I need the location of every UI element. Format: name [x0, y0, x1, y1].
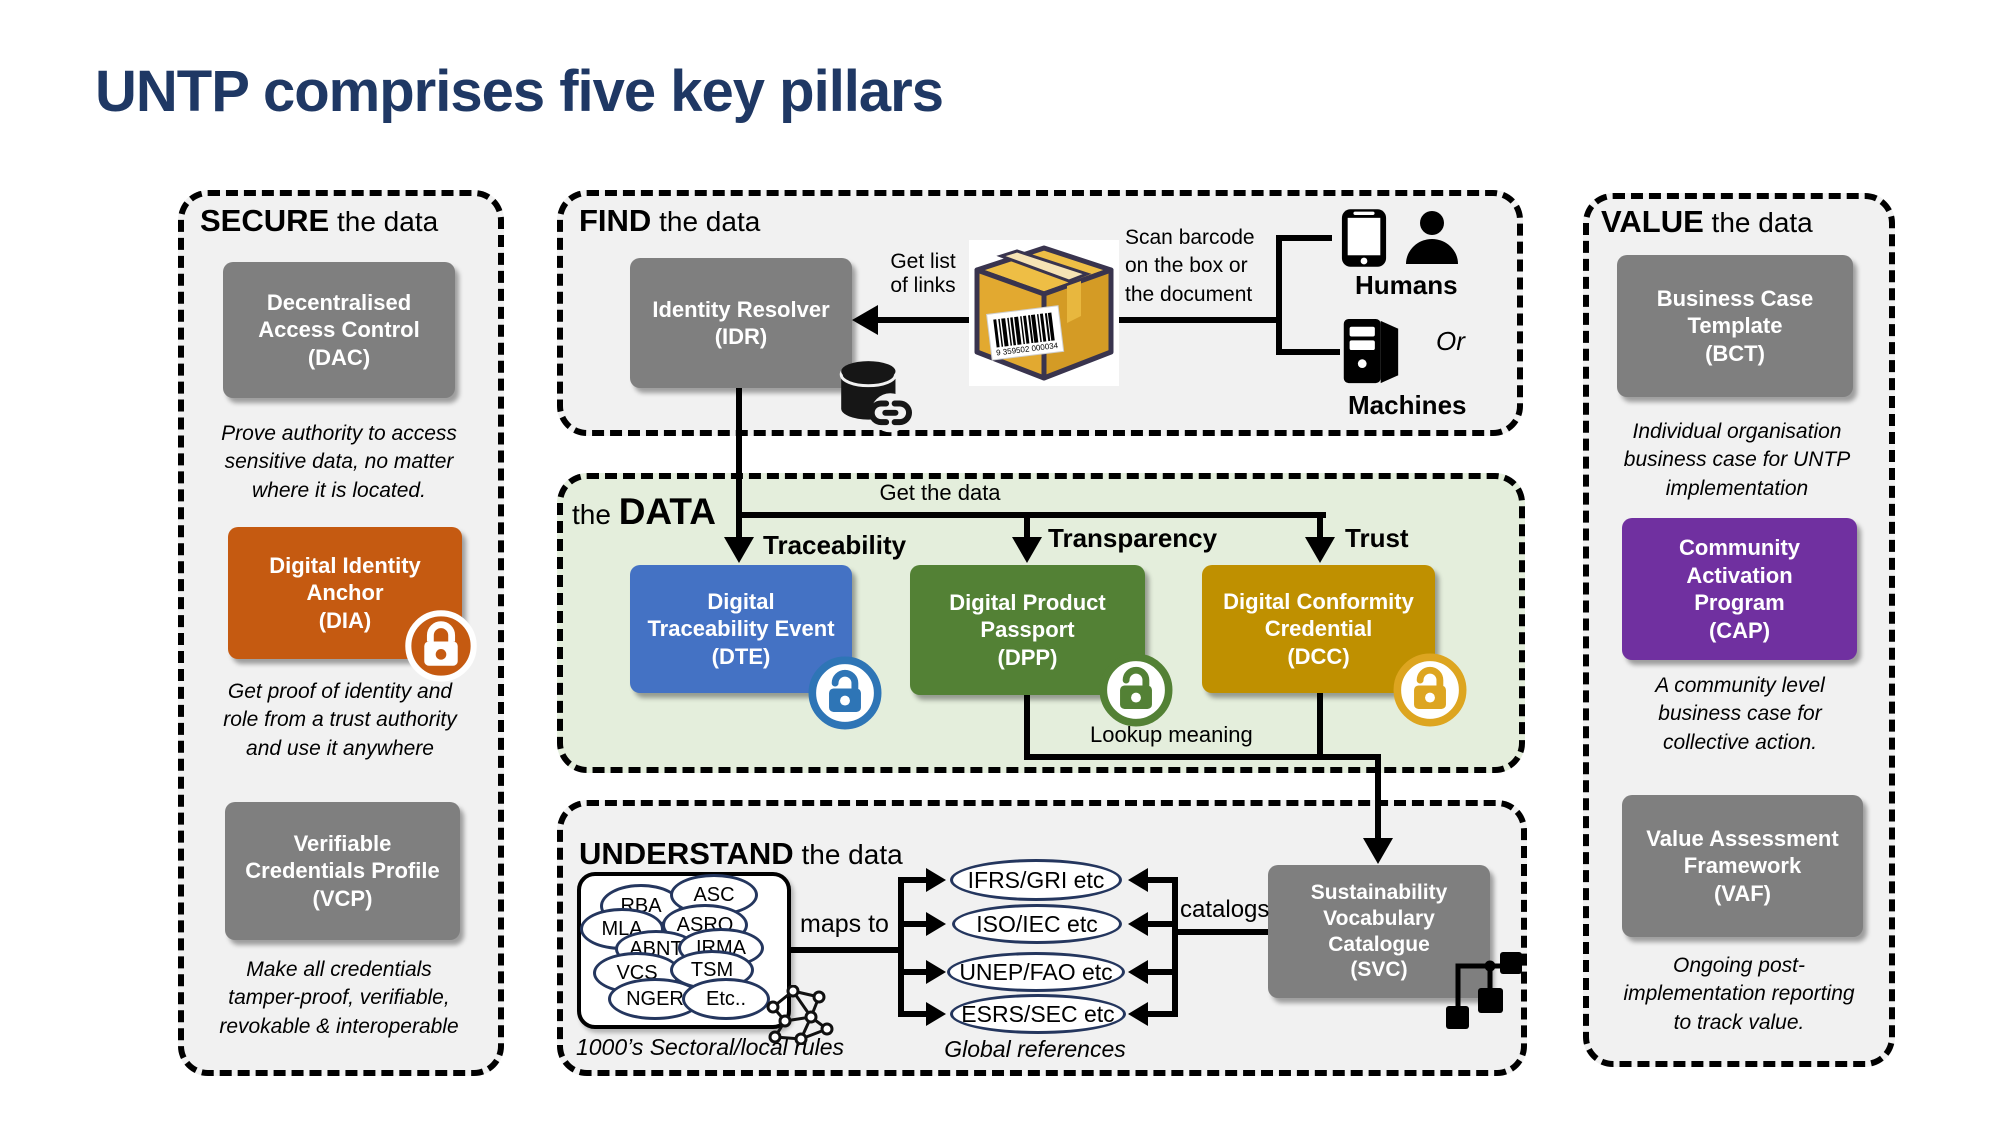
ref-ifrs-gri: IFRS/GRI etc — [950, 859, 1122, 901]
maps-to-label: maps to — [800, 910, 889, 938]
dia-description: Get proof of identity and role from a tr… — [223, 680, 457, 760]
arrowhead-left — [1128, 912, 1148, 936]
understand-heading-suffix: the data — [793, 839, 903, 870]
ref-esrs-sec: ESRS/SEC etc — [950, 994, 1126, 1034]
connector-line — [1024, 512, 1030, 539]
open-lock-icon — [808, 656, 882, 730]
connector-line — [874, 317, 973, 323]
arrowhead-down — [1363, 838, 1393, 864]
find-heading: FIND the data — [579, 203, 760, 239]
connector-line — [736, 388, 742, 538]
secure-heading-bold: SECURE — [200, 203, 330, 238]
data-heading-prefix: the — [572, 499, 619, 530]
scan-barcode-label: Scan barcode on the box or the document — [1125, 226, 1255, 306]
connector-line — [1024, 695, 1030, 760]
vcp-card: Verifiable Credentials Profile (VCP) — [225, 802, 460, 940]
sectoral-rules-caption: 1000’s Sectoral/local rules — [575, 1034, 845, 1060]
idr-card: Identity Resolver (IDR) — [630, 258, 852, 388]
understand-heading-bold: UNDERSTAND — [579, 836, 794, 871]
ref-unep-fao: UNEP/FAO etc — [947, 952, 1125, 992]
value-heading-bold: VALUE — [1601, 204, 1704, 239]
value-heading: VALUE the data — [1601, 204, 1813, 240]
bct-description: Individual organisation business case fo… — [1623, 420, 1851, 500]
secure-heading: SECURE the data — [200, 203, 438, 239]
bubble-etc: Etc.. — [682, 978, 770, 1020]
arrowhead-left — [1128, 1002, 1148, 1026]
connector-line — [1146, 877, 1174, 883]
connector-line — [1276, 235, 1282, 355]
arrowhead-left — [1128, 868, 1148, 892]
humans-label: Humans — [1355, 270, 1458, 300]
person-icon — [1406, 211, 1458, 264]
bct-card: Business Case Template (BCT) — [1617, 255, 1853, 397]
arrowhead-left — [852, 305, 878, 335]
transparency-label: Transparency — [1048, 523, 1218, 553]
vcp-description: Make all credentials tamper-proof, verif… — [219, 958, 459, 1038]
data-heading: the DATA — [572, 491, 716, 533]
network-graph-icon — [766, 985, 834, 1045]
connector-line — [1146, 969, 1174, 975]
connector-line — [898, 969, 926, 975]
arrowhead-right — [926, 960, 946, 984]
open-lock-icon — [1099, 653, 1173, 727]
connector-line — [1112, 317, 1280, 323]
connector-line — [736, 512, 1326, 518]
open-lock-icon — [1393, 653, 1467, 727]
arrowhead-down — [1012, 537, 1042, 563]
connector-line — [898, 877, 926, 883]
dac-description: Prove authority to access sensitive data… — [221, 422, 457, 502]
find-heading-bold: FIND — [579, 203, 652, 238]
smartphone-icon — [1341, 209, 1387, 267]
computer-tower-icon — [1343, 318, 1399, 384]
trust-label: Trust — [1345, 523, 1409, 553]
lookup-meaning-label: Lookup meaning — [1090, 722, 1253, 747]
connector-line — [1146, 921, 1174, 927]
page-title: UNTP comprises five key pillars — [95, 59, 944, 124]
machines-label: Machines — [1348, 390, 1467, 420]
connector-line — [1276, 349, 1340, 355]
connector-line — [1176, 929, 1268, 935]
vaf-card: Value Assessment Framework (VAF) — [1622, 795, 1863, 937]
connector-line — [1146, 1011, 1174, 1017]
svc-card: Sustainability Vocabulary Catalogue (SVC… — [1268, 865, 1490, 998]
connector-line — [1317, 512, 1323, 539]
connector-line — [1375, 754, 1381, 839]
data-heading-bold: DATA — [618, 491, 716, 532]
vocabulary-tree-icon — [1446, 952, 1522, 1029]
global-references-caption: Global references — [944, 1036, 1126, 1062]
closed-lock-icon — [405, 610, 477, 682]
arrowhead-right — [926, 912, 946, 936]
ref-iso-iec: ISO/IEC etc — [952, 904, 1122, 944]
dac-card: Decentralised Access Control (DAC) — [223, 262, 455, 398]
package-barcode-icon: 9 359502 000034 — [969, 240, 1119, 386]
arrowhead-right — [926, 1002, 946, 1026]
connector-line — [1276, 235, 1332, 241]
connector-line — [898, 877, 904, 1017]
connector-line — [1024, 754, 1381, 760]
dcc-card: Digital Conformity Credential (DCC) — [1202, 565, 1435, 693]
connector-line — [898, 1011, 926, 1017]
dte-card: Digital Traceability Event (DTE) — [630, 565, 852, 693]
connector-line — [898, 921, 926, 927]
or-label: Or — [1436, 326, 1465, 356]
secure-heading-suffix: the data — [329, 206, 439, 237]
catalogs-label: catalogs — [1180, 896, 1270, 923]
connector-line — [789, 947, 904, 953]
arrowhead-down — [724, 537, 754, 563]
vaf-description: Ongoing post- implementation reporting t… — [1623, 954, 1855, 1034]
connector-line — [1172, 877, 1178, 1017]
arrowhead-right — [926, 868, 946, 892]
find-heading-suffix: the data — [651, 206, 761, 237]
value-heading-suffix: the data — [1703, 207, 1813, 238]
arrowhead-down — [1305, 537, 1335, 563]
database-link-icon — [839, 361, 912, 433]
understand-heading: UNDERSTAND the data — [579, 836, 903, 872]
get-the-data-label: Get the data — [879, 480, 1001, 505]
get-list-of-links-label: Get list of links — [890, 250, 956, 297]
cap-card: Community Activation Program (CAP) — [1622, 518, 1857, 660]
traceability-label: Traceability — [763, 530, 907, 560]
connector-line — [1317, 693, 1323, 760]
arrowhead-left — [1128, 960, 1148, 984]
cap-description: A community level business case for coll… — [1655, 674, 1825, 754]
